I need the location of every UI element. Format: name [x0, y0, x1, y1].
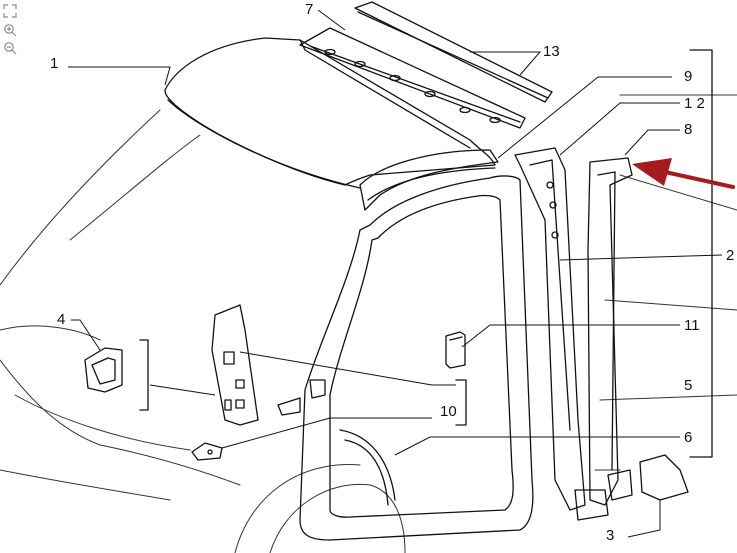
- callout-3: 3: [606, 527, 614, 544]
- door-aperture-frame: [299, 175, 534, 541]
- callout-4: 4: [57, 311, 65, 328]
- callout-8: 8: [684, 121, 692, 138]
- roof-header-rail: [359, 149, 499, 211]
- lower-bracket: [191, 442, 223, 461]
- callout-11: 11: [684, 317, 700, 334]
- highlight-arrow: [632, 158, 735, 189]
- zoom-in-icon[interactable]: [2, 22, 18, 38]
- callout-labels: 1 2 3 4 5 6 7 8 9 10 11 1 2 13: [50, 1, 734, 544]
- b-pillar: [514, 147, 586, 511]
- a-pillar-inner: [211, 304, 259, 426]
- sill-bracket: [574, 454, 689, 521]
- b-pillar-reinforcement: [587, 157, 633, 506]
- grommet-plug: [84, 347, 123, 393]
- callout-1: 1: [50, 55, 58, 72]
- callout-12: 1 2: [684, 95, 705, 112]
- callout-5: 5: [684, 377, 692, 394]
- aperture-inner-pieces: [277, 379, 326, 416]
- group-bracket-right: [455, 379, 467, 426]
- drip-rail: [354, 1, 553, 103]
- leader-lines: [68, 9, 723, 538]
- roof-panel: [164, 37, 496, 189]
- callout-7: 7: [305, 1, 313, 18]
- group-bracket-left: [139, 339, 149, 411]
- group-bracket-far-right: [689, 49, 713, 458]
- callout-13: 13: [543, 43, 560, 60]
- zoom-out-icon[interactable]: [2, 40, 18, 56]
- callout-6: 6: [684, 429, 692, 446]
- roof-bow: [299, 27, 526, 129]
- fit-screen-icon[interactable]: [2, 3, 18, 19]
- car-body-outline: [0, 94, 737, 553]
- filler-block: [445, 331, 466, 369]
- callout-9: 9: [684, 68, 692, 85]
- callout-2: 2: [726, 247, 734, 264]
- callout-10: 10: [440, 403, 457, 420]
